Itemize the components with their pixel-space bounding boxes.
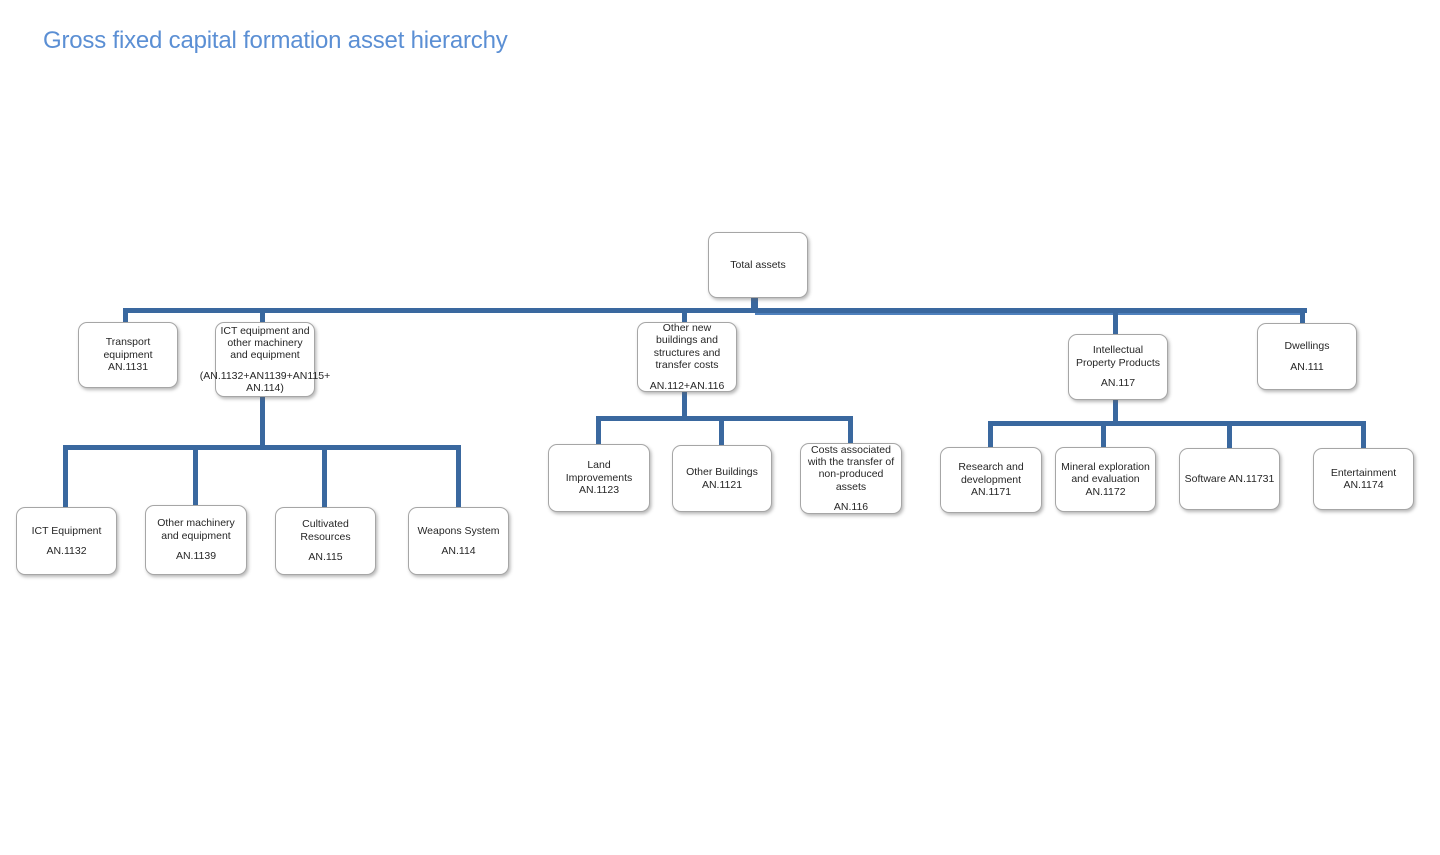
connector-segment — [988, 421, 1366, 426]
node-title: Entertainment — [1330, 466, 1397, 479]
connector-segment — [1101, 426, 1106, 447]
node-title: Total assets — [730, 258, 786, 271]
node-title: Cultivated Resources — [300, 518, 351, 543]
node-title: Other machinery and equipment — [157, 517, 235, 542]
node-code: AN.112+AN.116 — [649, 379, 725, 392]
connector-segment — [988, 426, 993, 447]
connector-segment — [755, 313, 1304, 315]
connector-segment — [456, 450, 461, 507]
connector-segment — [682, 313, 687, 322]
node-title: ICT equipment and other machinery and eq… — [220, 324, 310, 362]
node-code: AN.114 — [441, 545, 476, 557]
connector-segment — [260, 313, 265, 322]
node-code: (AN.1132+AN1139+AN115+ AN.114) — [199, 369, 331, 395]
connector-segment — [596, 421, 601, 444]
connector-segment — [751, 298, 758, 310]
connector-segment — [63, 445, 461, 450]
node-code: AN.116 — [833, 501, 869, 514]
connector-segment — [1300, 313, 1305, 323]
node-code: AN.1174 — [1343, 479, 1384, 491]
node-code: AN.1172 — [1085, 485, 1126, 498]
connector-segment — [1113, 400, 1118, 423]
node-title: Other Buildings — [686, 466, 758, 479]
node-code: AN.1171 — [970, 486, 1012, 499]
node-code: AN.111 — [1290, 360, 1324, 373]
node-software: Software AN.11731 — [1179, 448, 1280, 510]
connector-segment — [719, 421, 724, 445]
connector-segment — [1227, 426, 1232, 448]
node-code: AN.1121 — [701, 478, 743, 491]
node-title: Other new buildings and structures and t… — [653, 322, 721, 372]
connector-segment — [193, 450, 198, 505]
connector-segment — [1361, 426, 1366, 448]
connector-segment — [63, 450, 68, 507]
connector-segment — [596, 416, 853, 421]
node-code: AN.1131 — [107, 361, 149, 374]
page-title: Gross fixed capital formation asset hier… — [43, 27, 508, 54]
connector-segment — [1113, 313, 1118, 334]
node-code: AN.1132 — [46, 545, 87, 557]
node-code: AN.115 — [308, 551, 343, 564]
node-ict-machinery-group: ICT equipment and other machinery and eq… — [200, 322, 330, 397]
connector-segment — [123, 313, 128, 322]
node-title: Software AN.11731 — [1184, 472, 1275, 485]
connector-segment — [260, 397, 265, 447]
connector-segment — [123, 308, 1307, 313]
node-title: Transport equipment — [103, 336, 153, 361]
node-title: Dwellings — [1284, 340, 1330, 353]
node-title: Mineral exploration and evaluation — [1061, 460, 1150, 486]
connector-segment — [322, 450, 327, 507]
node-total-assets: Total assets — [708, 232, 808, 298]
node-title: Costs associated with the transfer of no… — [807, 443, 895, 493]
node-title: Land Improvements — [565, 459, 633, 484]
node-title: ICT Equipment — [31, 524, 102, 537]
node-title: Research and development — [958, 461, 1024, 486]
connector-segment — [848, 421, 853, 443]
node-other-new-buildings: Other new buildings and structures and t… — [637, 322, 737, 392]
node-code: AN.1123 — [578, 484, 620, 497]
node-title: Intellectual Property Products — [1075, 344, 1161, 369]
connector-segment — [682, 392, 687, 418]
node-costs-transfer-non-produced: Costs associated with the transfer of no… — [800, 443, 902, 514]
node-title: Weapons System — [417, 524, 500, 537]
node-code: AN.117 — [1100, 377, 1136, 390]
node-code: AN.1139 — [175, 550, 217, 563]
